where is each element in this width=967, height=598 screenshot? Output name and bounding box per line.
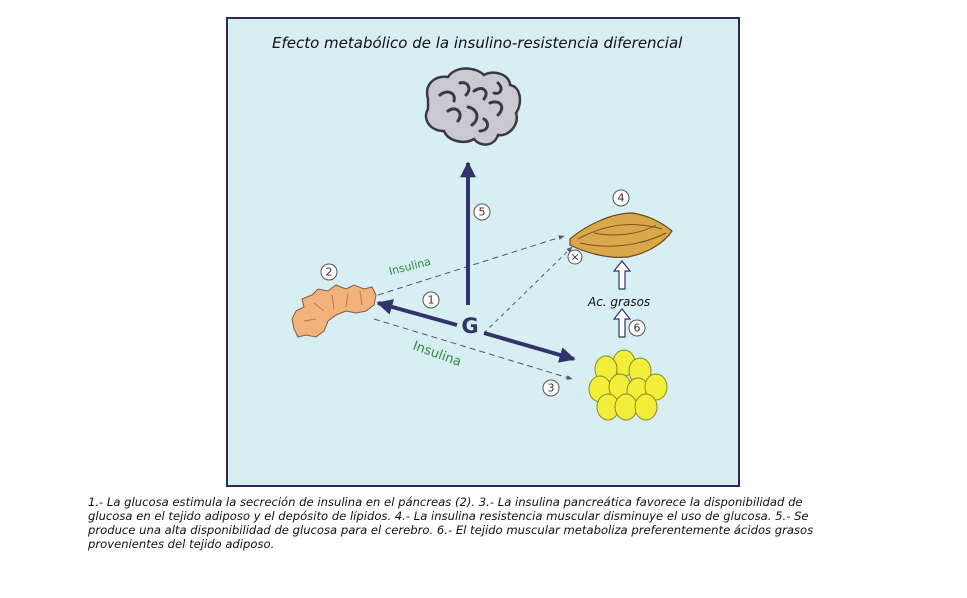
caption-line: provenientes del tejido adiposo. <box>88 537 275 551</box>
glucose-label: G <box>461 314 478 338</box>
step-marker-2: 2 <box>320 263 338 281</box>
fat-cell <box>614 393 638 421</box>
muscle-fiber-icon <box>569 212 673 258</box>
fatty-acid-arrow-upper <box>612 260 632 290</box>
diagram-canvas: Efecto metabólico de la insulino-resiste… <box>272 34 683 421</box>
svg-text:3: 3 <box>548 382 555 395</box>
svg-text:2: 2 <box>326 266 333 279</box>
insulin-label-top: Insulina <box>388 255 433 278</box>
svg-text:5: 5 <box>479 206 486 219</box>
step-marker-4: 4 <box>612 189 630 207</box>
blocked-marker: × <box>567 249 583 265</box>
insulin-path-to-adipose <box>373 318 573 380</box>
svg-text:1: 1 <box>428 294 435 307</box>
fat-cells-icon <box>588 349 668 421</box>
step-marker-1: 1 <box>422 291 440 309</box>
fat-cell <box>644 373 668 401</box>
diagram-title: Efecto metabólico de la insulino-resiste… <box>272 34 683 52</box>
brain-icon <box>424 67 522 146</box>
fatty-acid-arrow-lower <box>612 308 632 338</box>
glucose-arrow-to-adipose <box>483 331 576 363</box>
glucose-arrow-to-pancreas <box>376 299 458 327</box>
glucose-path-to-muscle <box>483 246 573 334</box>
svg-text:×: × <box>570 251 579 264</box>
step-marker-5: 5 <box>473 203 491 221</box>
figure-caption: 1.- La glucosa estimula la secreción de … <box>88 495 888 551</box>
svg-text:6: 6 <box>634 322 641 335</box>
caption-line: glucosa en el tejido adiposo y el depósi… <box>88 509 809 523</box>
fat-cell <box>634 393 658 421</box>
svg-text:4: 4 <box>618 192 625 205</box>
step-marker-3: 3 <box>542 379 560 397</box>
pancreas-icon <box>291 284 377 338</box>
caption-line: 1.- La glucosa estimula la secreción de … <box>88 495 803 509</box>
fatty-acids-label: Ac. grasos <box>587 295 650 309</box>
step-marker-6: 6 <box>628 319 646 337</box>
insulin-path-to-muscle <box>377 235 565 296</box>
diagram-panel: Efecto metabólico de la insulino-resiste… <box>226 17 740 487</box>
caption-line: produce una alta disponibilidad de gluco… <box>88 523 814 537</box>
